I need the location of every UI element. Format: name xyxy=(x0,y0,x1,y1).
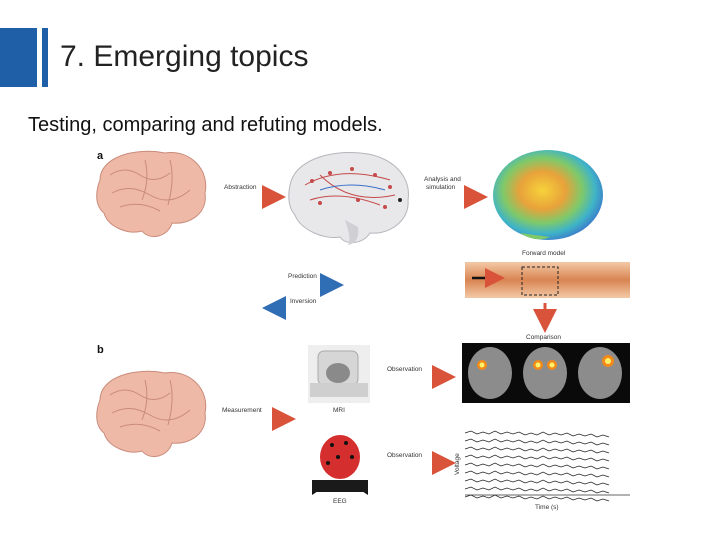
panel-b-label: b xyxy=(97,344,104,356)
time-axis-label: Time (s) xyxy=(535,504,559,511)
observation-mri-label: Observation xyxy=(387,366,422,373)
accent-bar-thin xyxy=(42,28,48,87)
simulation-label: simulation xyxy=(426,184,456,191)
abstraction-label: Abstraction xyxy=(224,184,257,191)
measurement-label: Measurement xyxy=(222,407,262,414)
brain-illustration-a xyxy=(96,150,207,238)
slide-title: 7. Emerging topics xyxy=(60,40,309,73)
voltage-axis-label: Voltage xyxy=(454,453,461,475)
forward-model-strip xyxy=(465,262,630,298)
brain-circuit-schematic xyxy=(288,151,409,245)
observation-eeg-label: Observation xyxy=(387,452,422,459)
mri-label: MRI xyxy=(333,407,345,414)
slide-subtitle: Testing, comparing and refuting models. xyxy=(28,114,383,136)
eeg-label: EEG xyxy=(333,498,347,505)
analysis-label: Analysis and xyxy=(424,176,461,183)
forward-model-label: Forward model xyxy=(522,250,566,257)
mri-activation-maps xyxy=(462,343,630,403)
comparison-label: Comparison xyxy=(526,334,561,341)
model-testing-figure: a b Abstraction Analysis and simulation … xyxy=(96,150,630,511)
brain-illustration-b xyxy=(96,370,207,458)
eeg-traces xyxy=(464,430,630,502)
simulation-heatmap xyxy=(493,150,603,240)
prediction-label: Prediction xyxy=(288,273,317,280)
eeg-cap-photo xyxy=(312,435,368,495)
panel-a-label: a xyxy=(97,150,104,162)
inversion-label: Inversion xyxy=(290,298,317,305)
mri-scanner-photo xyxy=(308,345,370,403)
accent-bar-wide xyxy=(0,28,37,87)
